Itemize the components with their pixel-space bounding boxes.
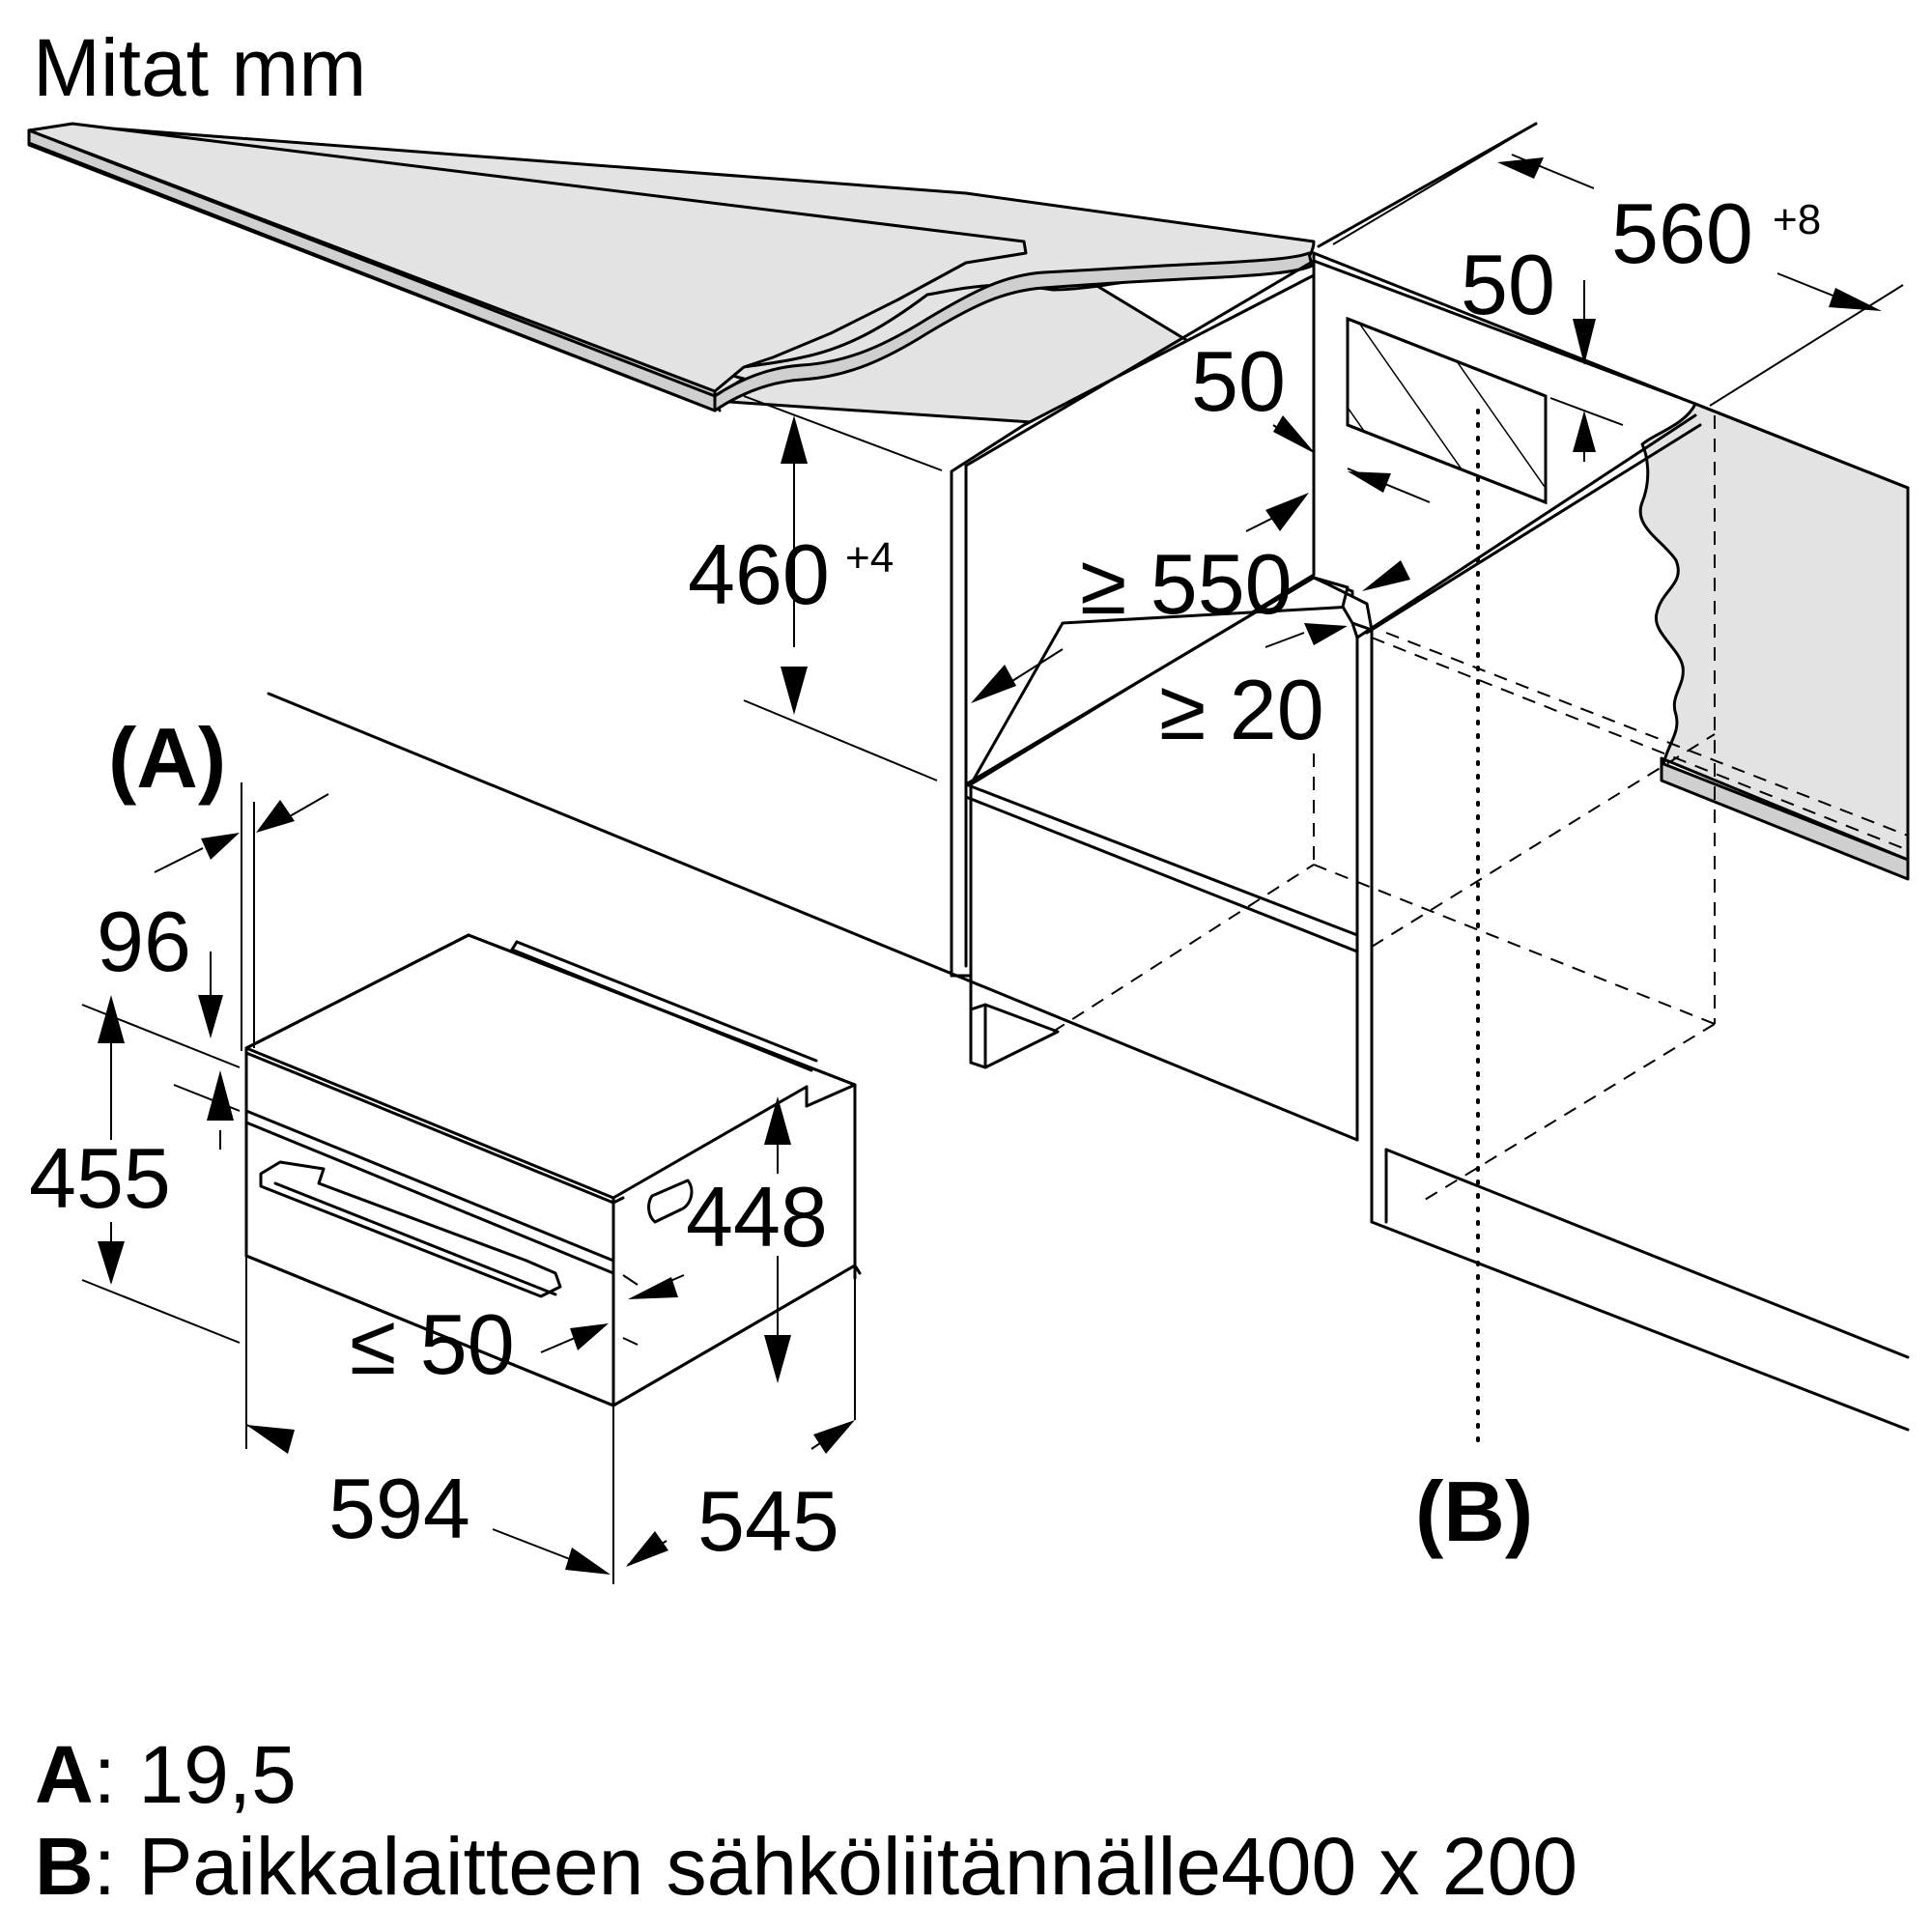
worktop-slab xyxy=(27,122,1314,412)
cabinet-frame xyxy=(267,122,1910,1446)
label-door-gap: ≤ 50 xyxy=(350,1296,515,1392)
label-width: 594 xyxy=(328,1461,470,1556)
legend-text: : 19,5 xyxy=(93,1729,297,1820)
worktop-right xyxy=(1638,402,1910,881)
legend-key: B xyxy=(35,1821,94,1912)
dimension-labels: 560 +8 50 50 460 +4 ≥ 550 ≥ 550 ≥ 20 (A)… xyxy=(29,185,1821,1569)
label-niche-height: 460 xyxy=(688,526,830,622)
label-gap-min: ≥ 20 xyxy=(1159,662,1324,757)
dimension-arrows xyxy=(98,154,1882,1575)
label-niche-width: 560 xyxy=(1611,185,1753,281)
label-depth-min-group: ≥ 550 xyxy=(1080,536,1293,632)
label-depth-min-value: ≥ 550 xyxy=(1080,536,1293,632)
legend-item-b: B: Paikkalaitteen sähköliitännälle400 x … xyxy=(35,1826,1577,1907)
legend-key: A xyxy=(35,1729,94,1820)
label-total-height: 455 xyxy=(29,1130,171,1226)
label-vent-top: 50 xyxy=(1461,237,1555,332)
label-depth: 545 xyxy=(697,1473,839,1569)
label-marker-b: (B) xyxy=(1415,1463,1533,1559)
label-niche-width-tolerance: +8 xyxy=(1773,196,1821,243)
legend-text: : Paikkalaitteen sähköliitännälle400 x 2… xyxy=(93,1821,1578,1912)
diagram-title: Mitat mm xyxy=(33,22,367,113)
label-vent-side: 50 xyxy=(1191,333,1286,429)
label-body-height: 448 xyxy=(686,1169,828,1264)
legend-item-a: A: 19,5 xyxy=(35,1734,297,1815)
label-door-offset: 96 xyxy=(97,894,191,989)
label-niche-height-tolerance: +4 xyxy=(845,534,894,582)
extension-lines xyxy=(743,123,1904,781)
label-marker-a: (A) xyxy=(108,710,226,806)
